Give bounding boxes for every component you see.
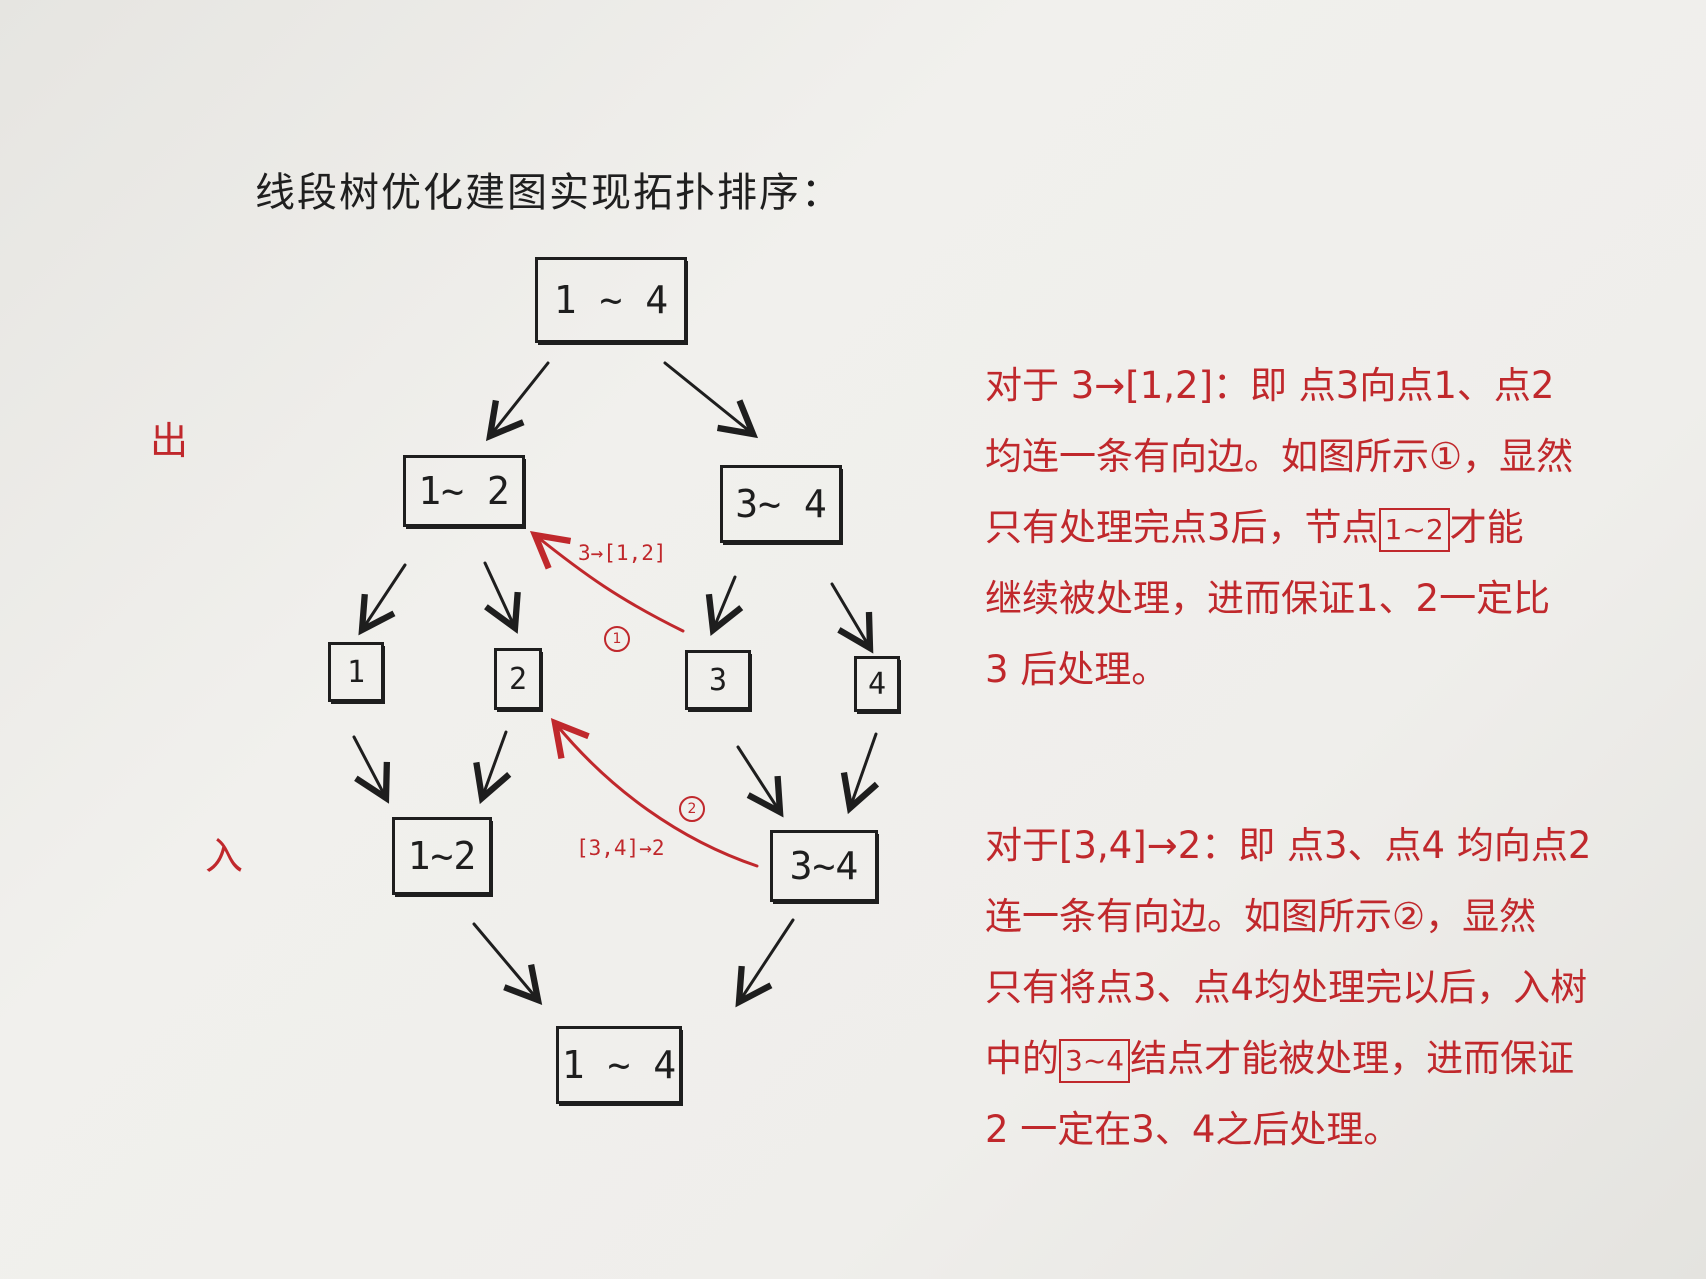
edge-in-left-to-root	[472, 922, 543, 1005]
edge-out-root-to-left	[485, 361, 550, 442]
note2-line2: 连一条有向边。如图所示②，显然	[985, 895, 1537, 938]
in-tree-right-node: 3~4	[770, 830, 878, 902]
out-tree-root-node: 1 ~ 4	[535, 257, 687, 343]
leaf-node-2: 2	[494, 648, 542, 710]
note1-line3-start: 只有处理完点3后，节点	[985, 506, 1379, 549]
edge-in-right-to-root	[735, 918, 795, 1008]
out-tree-left-node: 1~ 2	[403, 455, 525, 527]
in-tree-left-node: 1~2	[392, 817, 492, 895]
page-title: 线段树优化建图实现拓扑排序：	[255, 170, 843, 216]
edge-out-left-to-leaf2	[483, 561, 521, 634]
note1-boxed-node: 1~2	[1378, 507, 1450, 552]
note2-line1: 对于[3,4]→2：即 点3、点4 均向点2	[985, 824, 1592, 867]
note2-boxed-node: 3~4	[1059, 1038, 1131, 1083]
in-tree-label: 入	[205, 834, 244, 878]
edge-leaf1-to-in-left	[352, 735, 391, 804]
edge-leaf2-to-in-left	[473, 730, 512, 805]
out-tree-label: 出	[150, 419, 189, 463]
note2-line4-start: 中的	[985, 1037, 1059, 1080]
out-tree-right-node: 3~ 4	[720, 465, 842, 543]
leaf-node-4: 4	[854, 656, 900, 712]
red-edge-2-number: 2	[679, 796, 705, 822]
leaf-node-1: 1	[328, 642, 384, 702]
note1-line1: 对于 3→[1,2]：即 点3向点1、点2	[985, 364, 1555, 407]
leaf-node-3: 3	[685, 650, 751, 710]
red-edge-2	[550, 717, 759, 868]
edge-out-root-to-right	[663, 361, 759, 439]
explanation-note-2: 对于[3,4]→2：即 点3、点4 均向点2 连一条有向边。如图所示②，显然 只…	[985, 810, 1591, 1165]
edge-out-right-to-leaf4	[830, 582, 874, 654]
note1-line3-end: 才能	[1449, 506, 1524, 549]
note2-line4-end: 结点才能被处理，进而保证	[1130, 1037, 1575, 1080]
note1-line2: 均连一条有向边。如图所示①，显然	[985, 435, 1574, 478]
red-edge-1-label: 3→[1,2]	[578, 541, 667, 565]
red-edge-1-number: 1	[604, 626, 630, 652]
explanation-note-1: 对于 3→[1,2]：即 点3向点1、点2 均连一条有向边。如图所示①，显然 只…	[985, 350, 1573, 705]
edge-out-left-to-leaf1	[358, 563, 407, 636]
note1-line5: 3 后处理。	[985, 648, 1169, 691]
edge-out-right-to-leaf3	[705, 575, 744, 636]
note2-line3: 只有将点3、点4均处理完以后，入树	[985, 966, 1588, 1009]
red-edge-2-label: [3,4]→2	[576, 836, 665, 860]
note1-line4: 继续被处理，进而保证1、2一定比	[985, 577, 1551, 620]
in-tree-root-node: 1 ~ 4	[556, 1026, 682, 1104]
edge-leaf4-to-in-right	[840, 732, 880, 815]
red-edge-1	[529, 530, 685, 633]
note2-line5: 2 一定在3、4之后处理。	[985, 1108, 1401, 1151]
edge-leaf3-to-in-right	[736, 745, 784, 818]
